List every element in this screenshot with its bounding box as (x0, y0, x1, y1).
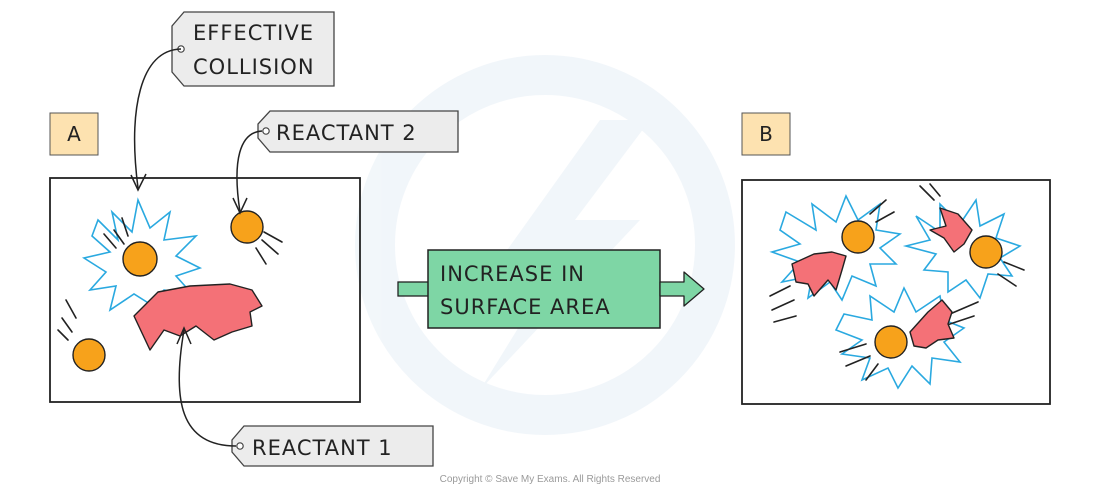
particle (969, 235, 1003, 269)
svg-text:EFFECTIVE: EFFECTIVE (193, 21, 314, 45)
pointer-arrow (133, 48, 182, 189)
particle (874, 325, 908, 359)
svg-text:SURFACE AREA: SURFACE AREA (440, 295, 611, 319)
motion-lines (57, 299, 77, 341)
particle-colliding (122, 241, 158, 277)
arrowhead (130, 173, 147, 192)
particle-reactant-2 (230, 210, 264, 244)
solid-fragment (909, 299, 955, 349)
tag-reactant-1: REACTANT 1 (231, 425, 434, 467)
panel-a-label: A (49, 112, 99, 156)
spark-burst (81, 197, 203, 312)
tag-effective-collision: EFFECTIVE COLLISION (171, 11, 335, 87)
svg-text:B: B (759, 122, 773, 146)
motion-lines (255, 231, 283, 265)
process-arrow: INCREASE IN SURFACE AREA (397, 249, 705, 329)
pointer-arrow (236, 130, 263, 213)
tag-reactant-2: REACTANT 2 (257, 110, 459, 153)
panel-b-box (741, 179, 1051, 405)
motion-lines (769, 183, 1025, 381)
arrowhead (176, 326, 192, 345)
solid-reactant-1 (133, 283, 263, 351)
svg-text:REACTANT 1: REACTANT 1 (252, 436, 393, 460)
svg-text:REACTANT 2: REACTANT 2 (276, 121, 417, 145)
svg-text:INCREASE IN: INCREASE IN (440, 262, 585, 286)
spark-burst (769, 194, 903, 302)
pointer-arrow (178, 329, 237, 447)
solid-fragment (791, 251, 847, 297)
spark-burst (902, 197, 1022, 300)
copyright-text: Copyright © Save My Exams. All Rights Re… (440, 474, 661, 485)
motion-lines (103, 217, 129, 249)
panel-b-label: B (741, 112, 791, 156)
svg-text:COLLISION: COLLISION (193, 55, 315, 79)
particle (841, 220, 875, 254)
spark-burst (834, 286, 966, 390)
solid-fragment (929, 207, 973, 253)
panel-a-box (49, 177, 361, 403)
arrowhead (232, 197, 248, 215)
svg-text:A: A (67, 122, 81, 146)
particle-reactant-2 (72, 338, 106, 372)
